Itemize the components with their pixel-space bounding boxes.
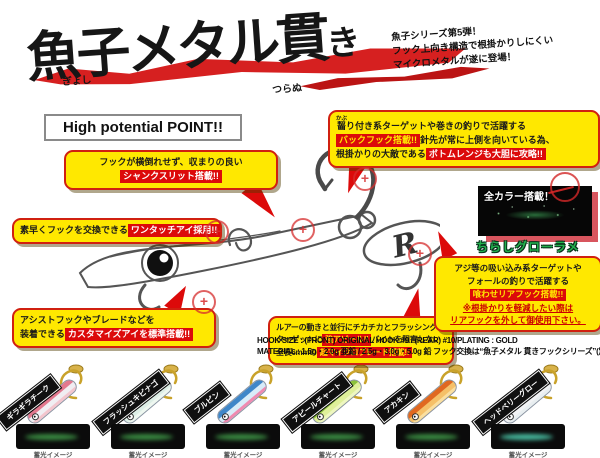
product-card: アピールチャート 蓄光イメージ bbox=[280, 364, 383, 458]
target-marker-icon: + bbox=[291, 218, 315, 242]
callout-customize-eye: アシストフックやブレードなどを 装着できるカスタマイズアイを標準搭載!! bbox=[12, 308, 216, 348]
glow-caption: 蓄光イメージ bbox=[508, 452, 548, 458]
all-colors-label: 全カラー搭載！ bbox=[484, 192, 554, 203]
callout-highlight: ボトムレンジも大胆に攻略!! bbox=[425, 147, 546, 161]
callout-highlight: ワンタッチアイ採用!! bbox=[127, 224, 221, 237]
glow-streak bbox=[404, 433, 459, 440]
product-card: ブルピン 蓄光イメージ bbox=[182, 364, 288, 458]
callout-rear-hook: アジ等の吸い込み系ターゲットや フォールの釣りで活躍する 喰わせリアフック搭載!… bbox=[434, 256, 600, 333]
callout-note: ※根掛かりを軽減したい際は bbox=[462, 302, 574, 313]
glow-box bbox=[16, 424, 90, 449]
product-card: フラッシュキビナゴ 蓄光イメージ bbox=[91, 364, 193, 458]
product-card: アカキン 蓄光イメージ bbox=[372, 364, 478, 458]
glow-caption-chirashi: ちらしグローラメ bbox=[476, 240, 580, 254]
callout-text: アシストフックやブレードなどを bbox=[20, 315, 155, 325]
callout-highlight: 強アピール!! bbox=[322, 334, 372, 346]
callout-highlight: シャンクスリット搭載!! bbox=[120, 169, 222, 183]
callout-text: アジ等の吸い込み系ターゲットや bbox=[454, 263, 582, 273]
callout-text: 針先が常に上側を向いている為、 bbox=[420, 134, 555, 145]
callout-back-hook: 齧かぶり付き系ターゲットや巻きの釣りで活躍する バックフック搭載!!針先が常に上… bbox=[328, 110, 600, 168]
glow-caption: 蓄光イメージ bbox=[128, 452, 168, 458]
callout-text: 根掛かりの大敵である bbox=[336, 148, 426, 159]
glow-streak bbox=[309, 433, 364, 440]
spec-line-material: MATERIAL : 1.5g・2.0g 亜鉛 / 2.5g・3.0g・5.0g… bbox=[257, 346, 600, 356]
product-card: ギラギラチーク 蓄光イメージ bbox=[0, 364, 98, 458]
callout-text: フックが横倒れせず、収まりの良い bbox=[99, 157, 243, 167]
glow-box bbox=[491, 424, 565, 449]
spec-line-hook-size: HOOK SIZE : (FRONT) ORIGINAL HOOK #9 / (… bbox=[257, 336, 518, 345]
high-potential-point-label: High potential POINT!! bbox=[44, 114, 242, 141]
glow-box bbox=[301, 424, 375, 449]
glow-streak bbox=[499, 433, 554, 440]
glow-streak bbox=[214, 433, 269, 440]
callout-text: ルアーの動きと並行にチカチカとフラッシングで bbox=[276, 323, 445, 332]
callout-note: リアフックを外して御使用下さい。 bbox=[450, 314, 586, 325]
glow-box bbox=[111, 424, 185, 449]
target-marker-icon: + bbox=[408, 242, 432, 266]
callout-text: り付き系ターゲットや巻きの釣りで活躍する bbox=[346, 121, 527, 131]
target-marker-icon: + bbox=[205, 220, 229, 244]
series-tagline: 魚子シリーズ第5弾！ フック上向き構造で根掛かりしにくい マイクロメタルが遂に登… bbox=[391, 17, 599, 73]
target-marker-icon: + bbox=[353, 167, 377, 191]
furigana-gyoshi: ぎょし bbox=[61, 74, 92, 89]
glow-caption: 蓄光イメージ bbox=[318, 452, 358, 458]
callout-text: バイトを阻害しない bbox=[371, 335, 441, 345]
glow-caption: 蓄光イメージ bbox=[33, 452, 73, 458]
callout-text: 装着できる bbox=[20, 328, 65, 339]
glow-streak bbox=[119, 433, 174, 440]
ruby-kaburi: 齧かぶ bbox=[336, 116, 348, 131]
callout-text: フォールの釣りで活躍する bbox=[466, 276, 569, 287]
furigana-tsuranu: つらぬ bbox=[271, 82, 303, 97]
glow-caption: 蓄光イメージ bbox=[223, 452, 263, 458]
glow-box bbox=[206, 424, 280, 449]
glow-photo-panel bbox=[478, 186, 592, 236]
product-card: ヘッドベリーグロー 蓄光イメージ bbox=[471, 364, 573, 458]
target-marker-icon: + bbox=[192, 290, 216, 314]
glow-streak bbox=[24, 433, 79, 440]
callout-micro-blade: ルアーの動きと並行にチカチカとフラッシングで ターゲットに強アピール!!バイトを… bbox=[268, 316, 454, 366]
callout-highlight: カスタマイズアイを標準搭載!! bbox=[64, 327, 194, 341]
callout-text: 全長6mmの bbox=[276, 347, 317, 357]
spec-text: HOOK SIZE : (FRONT) ORIGINAL HOOK #9 / (… bbox=[257, 336, 600, 358]
callout-highlight: バックフック搭載!! bbox=[336, 133, 420, 147]
glow-caption: 蓄光イメージ bbox=[413, 452, 453, 458]
callout-text: 素早くフックを交換できる bbox=[20, 225, 128, 235]
callout-shank-slit: フックが横倒れせず、収まりの良い シャンクスリット搭載!! bbox=[64, 150, 278, 190]
callout-highlight: 喰わせリアフック搭載!! bbox=[469, 289, 567, 302]
circle-annotation-icon bbox=[550, 172, 580, 202]
callout-highlight: 超マイクロブレード搭載!! bbox=[316, 346, 413, 358]
callout-one-touch-eye: 素早くフックを交換できるワンタッチアイ採用!! bbox=[12, 218, 222, 244]
glow-box bbox=[396, 424, 470, 449]
callout-text: ターゲットに bbox=[276, 335, 323, 345]
